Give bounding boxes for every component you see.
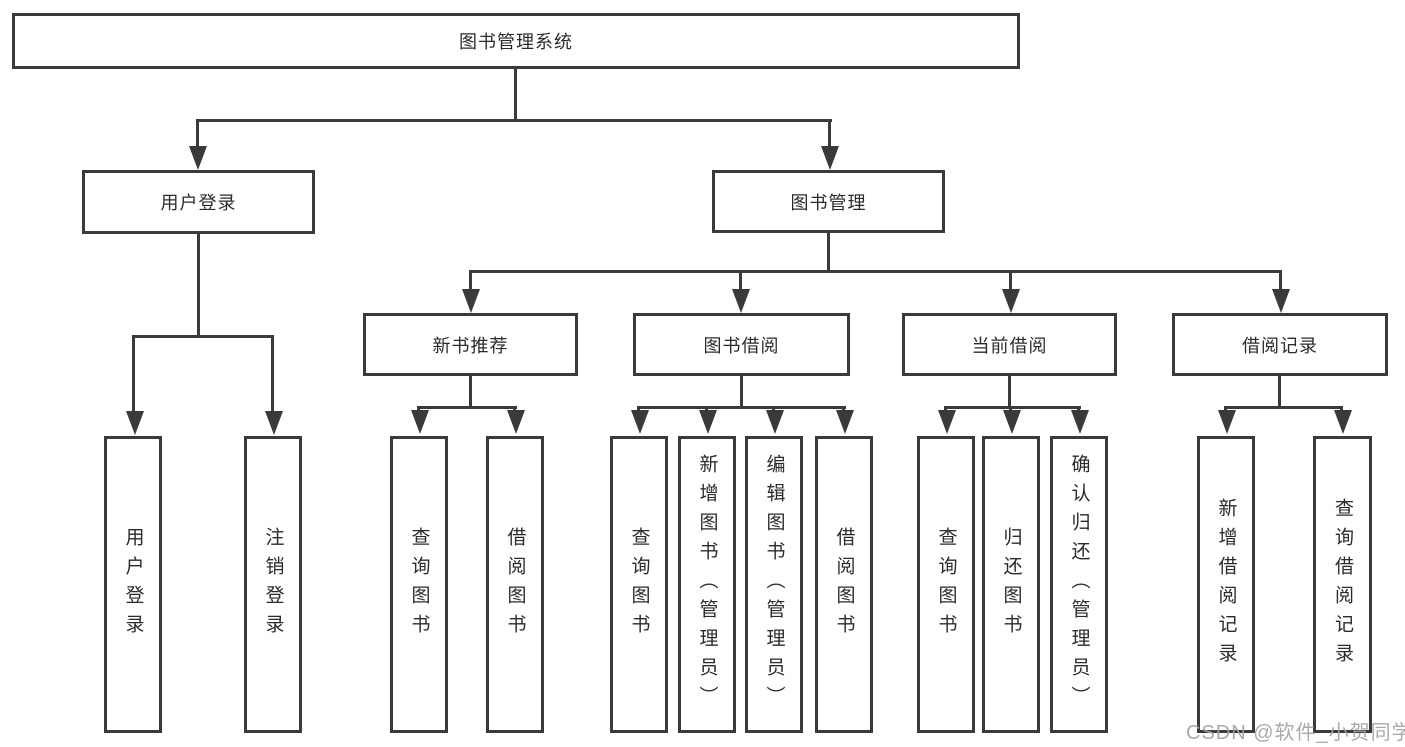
connector-arm-leaf-logout [271, 335, 274, 415]
connector-arm-book-management [828, 119, 831, 149]
node-current-confirm-return-admin-label: 确认归还（管理员） [1068, 454, 1090, 715]
arrowhead-down-icon [938, 410, 956, 434]
node-current-return-books-label: 归还图书 [1000, 526, 1022, 643]
connector-root-stub [514, 68, 517, 122]
node-new-book-recommend: 新书推荐 [363, 313, 578, 376]
node-leaf-logout-label: 注销登录 [262, 526, 284, 643]
connector-arm-borrow-records [1279, 270, 1282, 295]
connector-root-split [196, 119, 832, 122]
arrowhead-down-icon [411, 410, 429, 434]
node-current-return-books: 归还图书 [982, 436, 1040, 733]
node-current-confirm-return-admin: 确认归还（管理员） [1050, 436, 1108, 733]
connector-book-borrow-split [637, 406, 846, 409]
arrowhead-down-icon [1272, 289, 1290, 313]
node-borrow-add-books-admin: 新增图书（管理员） [678, 436, 736, 733]
node-leaf-user-login: 用户登录 [104, 436, 162, 733]
node-leaf-logout: 注销登录 [244, 436, 302, 733]
arrowhead-down-icon [1003, 410, 1021, 434]
node-borrow-query-books-label: 查询图书 [628, 526, 650, 643]
node-current-borrow: 当前借阅 [902, 313, 1117, 376]
arrowhead-down-icon [265, 411, 283, 435]
node-user-login-label: 用户登录 [160, 193, 237, 213]
arrowhead-down-icon [1334, 410, 1352, 434]
connector-new-book-stub [469, 375, 472, 409]
arrowhead-down-icon [1218, 410, 1236, 434]
arrowhead-down-icon [732, 289, 750, 313]
arrowhead-down-icon [1002, 289, 1020, 313]
arrowhead-down-icon [126, 411, 144, 435]
node-newbook-borrow-books: 借阅图书 [486, 436, 544, 733]
node-book-borrow: 图书借阅 [633, 313, 850, 376]
node-root-library-system: 图书管理系统 [12, 13, 1020, 69]
node-records-query-borrow-record: 查询借阅记录 [1313, 436, 1372, 733]
arrowhead-down-icon [699, 410, 717, 434]
node-newbook-borrow-books-label: 借阅图书 [504, 526, 526, 643]
node-borrow-edit-books-admin: 编辑图书（管理员） [745, 436, 803, 733]
connector-user-login-split [132, 335, 274, 338]
node-records-add-borrow-record-label: 新增借阅记录 [1215, 497, 1237, 672]
connector-book-management-split [469, 270, 1282, 273]
connector-book-borrow-stub [740, 375, 743, 409]
connector-arm-current-borrow [1009, 270, 1012, 295]
connector-arm-user-login [196, 119, 199, 149]
connector-current-borrow-stub [1008, 375, 1011, 409]
arrowhead-down-icon [462, 289, 480, 313]
node-borrow-borrow-books-label: 借阅图书 [833, 526, 855, 643]
node-book-borrow-label: 图书借阅 [703, 335, 780, 356]
arrowhead-down-icon [1071, 410, 1089, 434]
node-current-borrow-label: 当前借阅 [971, 335, 1048, 356]
node-root-label: 图书管理系统 [459, 32, 573, 52]
arrowhead-down-icon [766, 410, 784, 434]
node-user-login: 用户登录 [82, 170, 315, 234]
arrowhead-down-icon [507, 410, 525, 434]
node-borrow-add-books-admin-label: 新增图书（管理员） [696, 454, 718, 715]
connector-book-management-stub [827, 232, 830, 273]
node-borrow-edit-books-admin-label: 编辑图书（管理员） [763, 454, 785, 715]
node-records-add-borrow-record: 新增借阅记录 [1197, 436, 1255, 733]
connector-arm-book-borrow [739, 270, 742, 295]
node-borrow-records: 借阅记录 [1172, 313, 1388, 376]
csdn-watermark: CSDN @软件_小贺同学 [1186, 722, 1405, 744]
node-records-query-borrow-record-label: 查询借阅记录 [1332, 497, 1353, 672]
node-current-query-books-label: 查询图书 [935, 526, 957, 643]
node-leaf-user-login-label: 用户登录 [122, 526, 144, 643]
node-new-book-recommend-label: 新书推荐 [432, 335, 509, 356]
connector-user-login-stub [197, 233, 200, 338]
node-newbook-query-books: 查询图书 [390, 436, 448, 733]
node-newbook-query-books-label: 查询图书 [408, 526, 430, 643]
connector-arm-leaf-user-login [132, 335, 135, 415]
node-borrow-records-label: 借阅记录 [1242, 335, 1318, 356]
arrowhead-down-icon [189, 146, 207, 170]
arrowhead-down-icon [821, 146, 839, 170]
node-borrow-borrow-books: 借阅图书 [815, 436, 873, 733]
node-book-management: 图书管理 [712, 170, 945, 233]
arrowhead-down-icon [836, 410, 854, 434]
connector-current-borrow-split [944, 406, 1081, 409]
node-current-query-books: 查询图书 [917, 436, 975, 733]
connector-borrow-records-stub [1278, 375, 1281, 409]
arrowhead-down-icon [631, 410, 649, 434]
node-book-management-label: 图书管理 [790, 192, 867, 213]
node-borrow-query-books: 查询图书 [610, 436, 668, 733]
connector-borrow-records-split [1224, 406, 1343, 409]
connector-new-book-split [417, 406, 517, 409]
connector-arm-new-book [469, 270, 472, 295]
